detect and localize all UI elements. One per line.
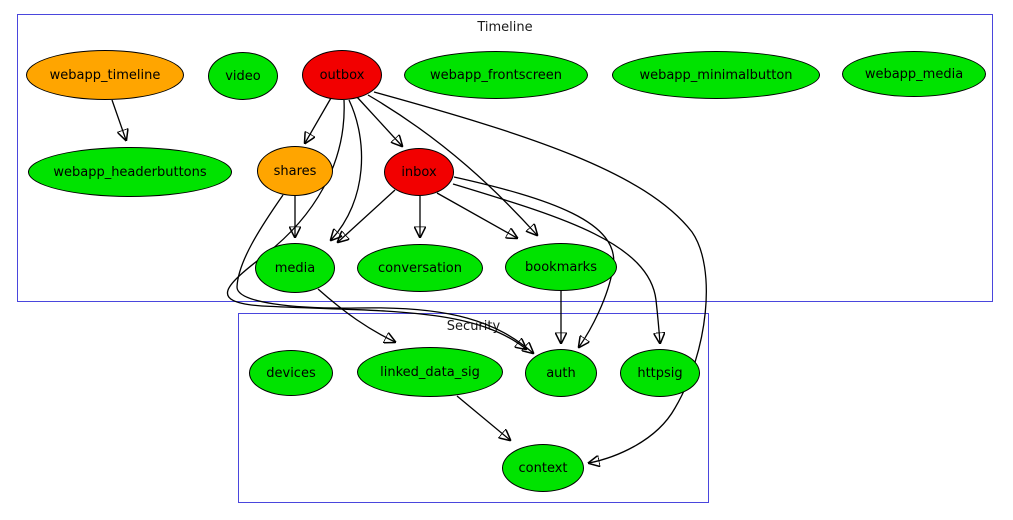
edge-shares-to-auth xyxy=(236,194,533,353)
edge-linked_data_sig-to-context xyxy=(456,395,510,440)
cluster-security: Security xyxy=(238,313,709,503)
edge-outbox-to-bookmarks xyxy=(367,94,537,235)
node-bookmarks: bookmarks xyxy=(505,243,617,291)
cluster-timeline-label: Timeline xyxy=(477,20,533,35)
node-webapp_frontscreen: webapp_frontscreen xyxy=(404,51,588,99)
node-webapp_headerbuttons-label: webapp_headerbuttons xyxy=(53,164,207,180)
node-linked_data_sig-label: linked_data_sig xyxy=(380,364,480,380)
cluster-timeline: Timeline xyxy=(17,14,993,302)
node-webapp_frontscreen-label: webapp_frontscreen xyxy=(430,67,562,83)
node-auth-label: auth xyxy=(546,365,576,381)
node-media: media xyxy=(255,243,335,293)
node-webapp_timeline-label: webapp_timeline xyxy=(49,67,161,83)
node-webapp_media: webapp_media xyxy=(842,51,986,97)
node-context: context xyxy=(502,444,584,492)
node-webapp_media-label: webapp_media xyxy=(864,66,964,82)
node-outbox-label: outbox xyxy=(319,67,365,83)
edge-outbox-to-auth xyxy=(226,99,526,349)
node-shares-label: shares xyxy=(273,163,317,179)
node-devices: devices xyxy=(249,350,333,396)
node-httpsig-label: httpsig xyxy=(637,365,683,381)
node-inbox: inbox xyxy=(384,148,454,196)
node-bookmarks-label: bookmarks xyxy=(525,259,597,275)
node-linked_data_sig: linked_data_sig xyxy=(357,347,503,397)
edge-outbox-to-inbox xyxy=(356,96,402,146)
edge-inbox-to-bookmarks xyxy=(436,192,517,238)
node-media-label: media xyxy=(274,260,316,276)
edge-outbox-to-media xyxy=(331,99,363,240)
node-inbox-label: inbox xyxy=(401,164,437,180)
edge-webapp_timeline-to-webapp_headerbuttons xyxy=(111,99,126,140)
node-conversation: conversation xyxy=(357,244,483,292)
edge-inbox-to-media xyxy=(338,189,396,242)
node-webapp_minimalbutton: webapp_minimalbutton xyxy=(612,51,820,99)
node-webapp_timeline: webapp_timeline xyxy=(26,50,184,100)
edge-outbox-to-shares xyxy=(305,97,332,143)
edge-inbox-to-auth xyxy=(453,176,615,347)
node-video-label: video xyxy=(225,68,261,84)
node-webapp_headerbuttons: webapp_headerbuttons xyxy=(28,147,232,197)
node-devices-label: devices xyxy=(266,365,316,381)
cluster-security-label: Security xyxy=(446,319,501,334)
edge-outbox-to-context xyxy=(373,91,707,463)
node-video: video xyxy=(208,52,278,100)
node-outbox: outbox xyxy=(302,50,382,100)
node-auth: auth xyxy=(525,349,597,397)
node-httpsig: httpsig xyxy=(620,349,700,397)
edge-media-to-linked_data_sig xyxy=(317,288,395,342)
node-webapp_minimalbutton-label: webapp_minimalbutton xyxy=(639,67,793,83)
node-context-label: context xyxy=(518,460,568,476)
node-shares: shares xyxy=(257,146,333,196)
edge-inbox-to-httpsig xyxy=(452,183,660,343)
node-conversation-label: conversation xyxy=(377,260,463,276)
